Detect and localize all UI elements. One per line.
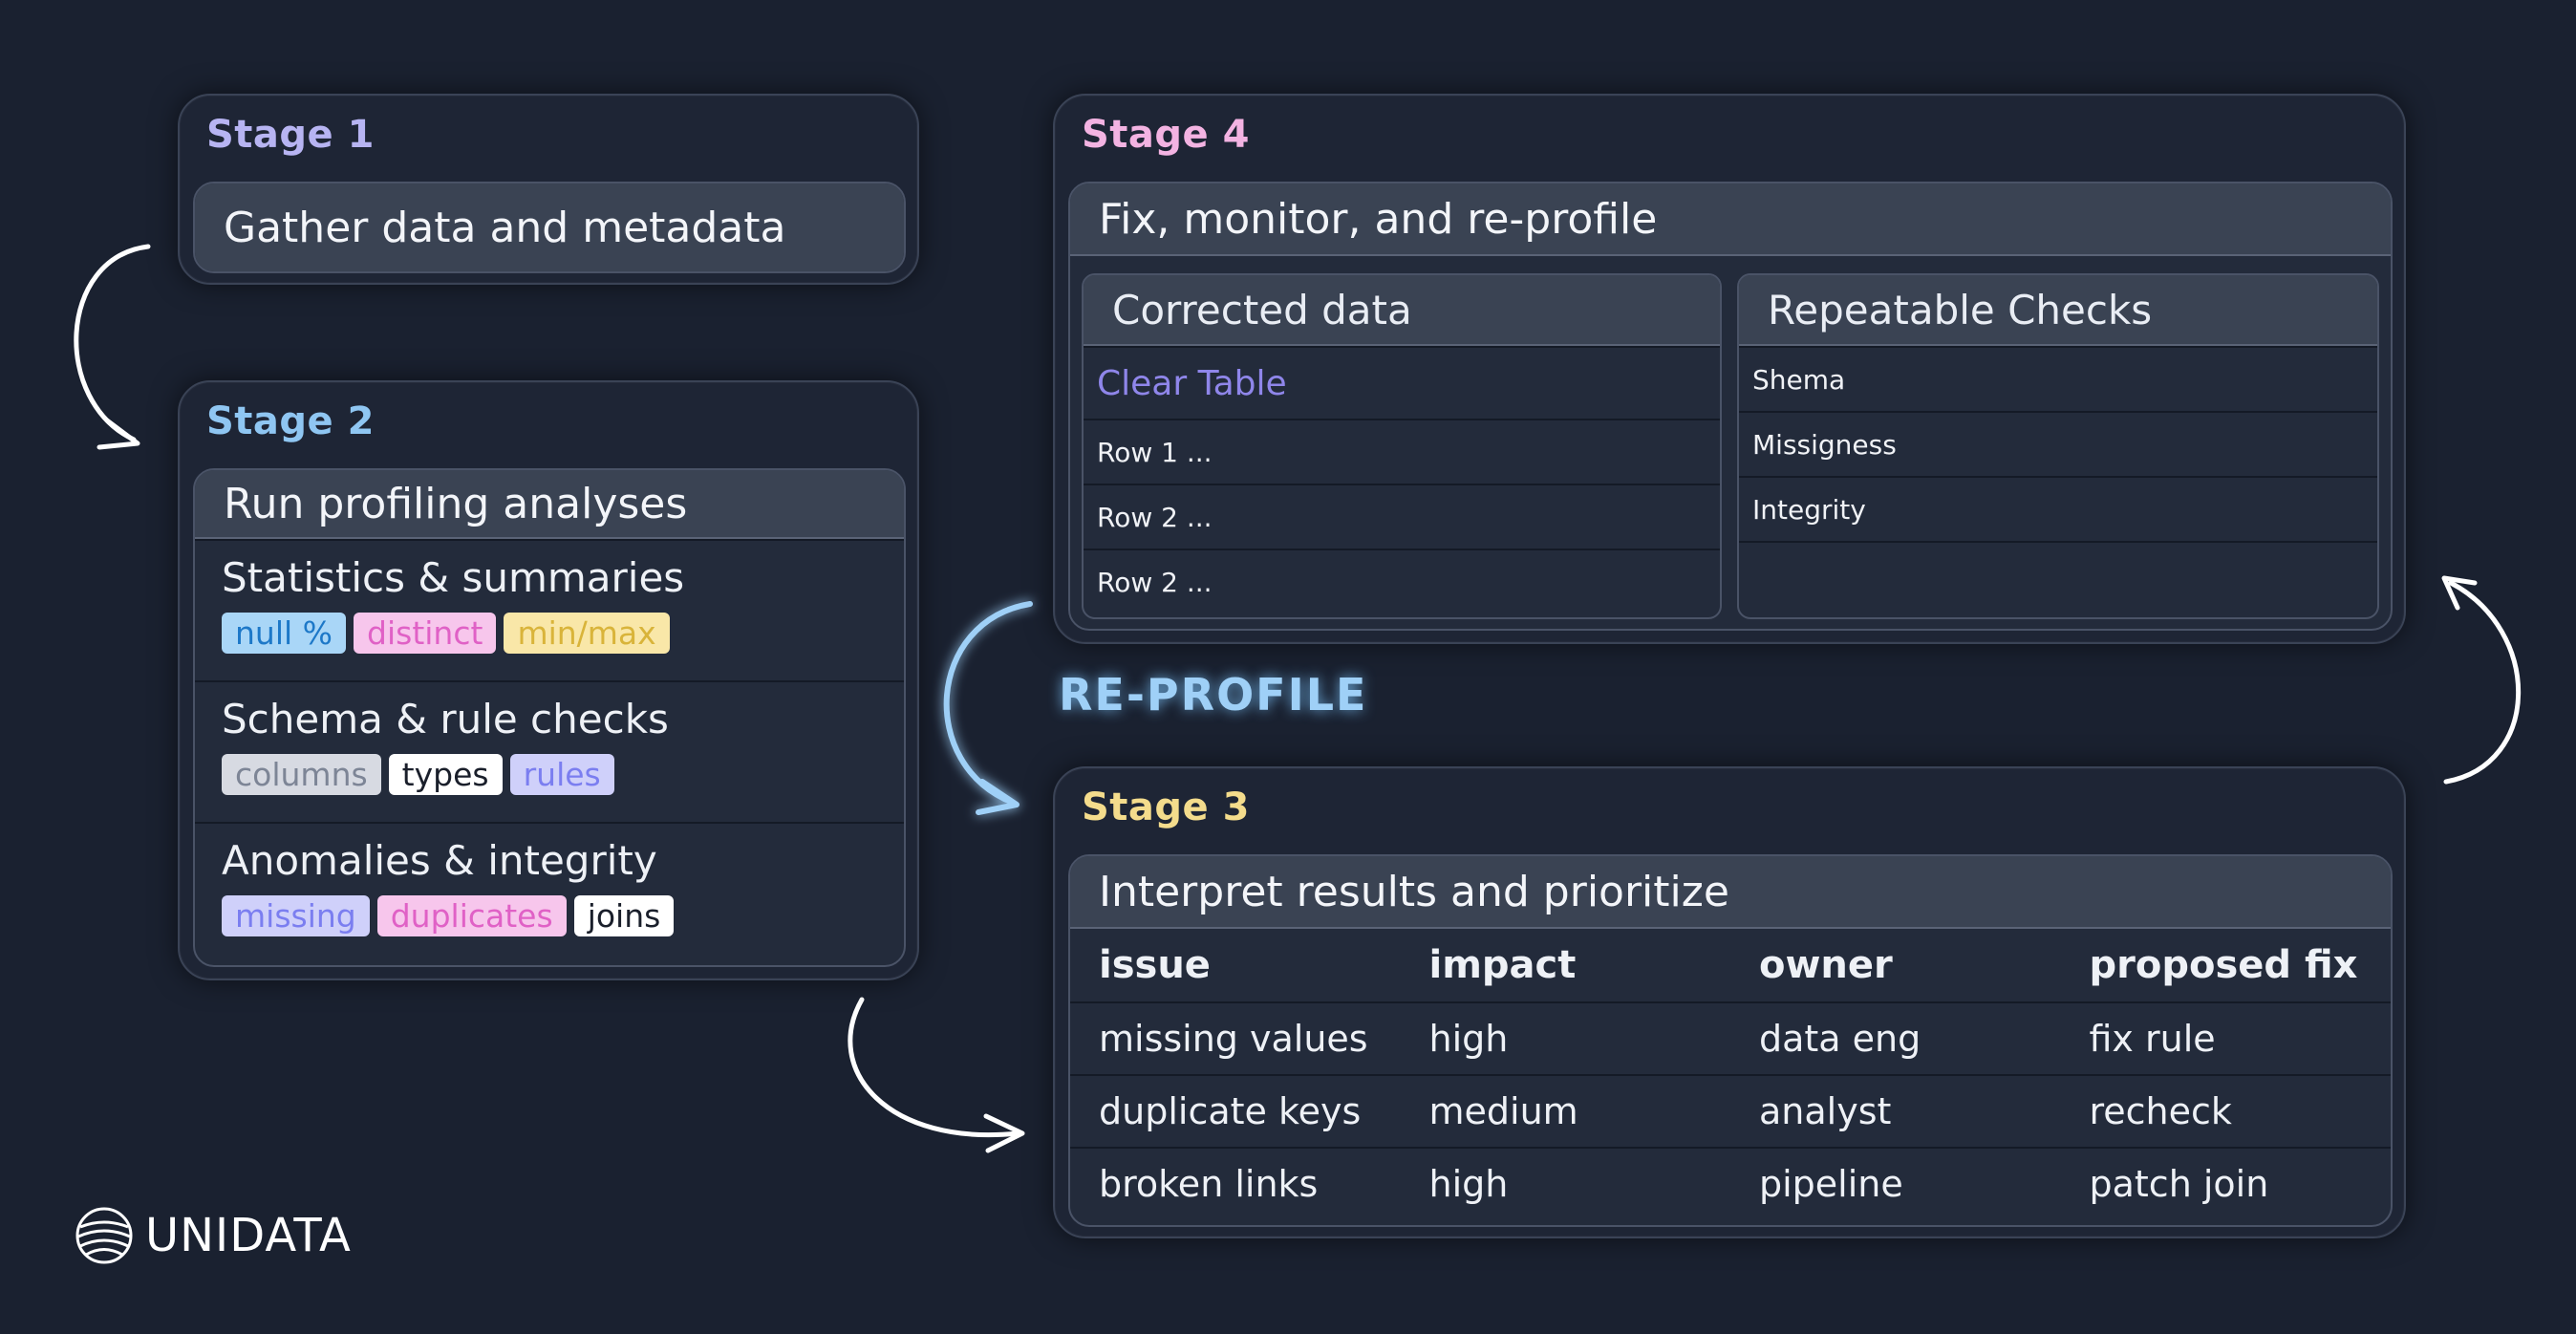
- check-row: Shema: [1739, 346, 2377, 411]
- check-row: Missigness: [1739, 411, 2377, 476]
- stage-2-panel: Run profiling analyses Statistics & summ…: [193, 468, 906, 967]
- repeatable-checks-table: Repeatable Checks Shema Missigness Integ…: [1737, 273, 2379, 619]
- column-header: issue: [1099, 943, 1211, 987]
- profiling-group-name: Anomalies & integrity: [222, 837, 657, 884]
- stage-4-panel: Fix, monitor, and re-profile Corrected d…: [1068, 182, 2393, 631]
- table-cell: high: [1428, 1018, 1509, 1060]
- stage-1-card: Stage 1 Gather data and metadata: [178, 94, 919, 285]
- stage-2-card: Stage 2 Run profiling analyses Statistic…: [178, 380, 919, 980]
- chip-types: types: [388, 754, 503, 795]
- stage-1-panel: Gather data and metadata: [193, 182, 906, 273]
- table-cell: analyst: [1759, 1090, 1892, 1132]
- stage-2-title: Run profiling analyses: [195, 470, 904, 539]
- reprofile-label: RE-PROFILE: [1059, 669, 1368, 721]
- stage-1-label: Stage 1: [206, 113, 375, 157]
- chip-joins: joins: [573, 895, 675, 936]
- table-cell: data eng: [1759, 1018, 1921, 1060]
- chip-distinct: distinct: [354, 613, 497, 654]
- profiling-group-name: Statistics & summaries: [222, 554, 685, 601]
- column-header: impact: [1428, 943, 1577, 987]
- arrow-stage1-to-stage2: [74, 244, 151, 450]
- table-row: duplicate keys medium analyst recheck: [1070, 1074, 2391, 1147]
- corrected-row: Row 2 ...: [1084, 484, 1720, 549]
- table-cell: broken links: [1099, 1163, 1319, 1205]
- stage-4-card: Stage 4 Fix, monitor, and re-profile Cor…: [1053, 94, 2406, 644]
- check-row: Integrity: [1739, 476, 2377, 541]
- chip-min-max: min/max: [504, 613, 670, 654]
- table-cell: duplicate keys: [1099, 1090, 1362, 1132]
- stage-3-panel: Interpret results and prioritize issue i…: [1068, 854, 2393, 1227]
- clear-table-link[interactable]: Clear Table: [1084, 346, 1720, 419]
- brand-name: UNIDATA: [145, 1209, 352, 1262]
- table-cell: recheck: [2089, 1090, 2232, 1132]
- chip-rules: rules: [509, 754, 614, 795]
- column-header: owner: [1759, 943, 1893, 987]
- profiling-group-name: Schema & rule checks: [222, 696, 669, 742]
- arrow-stage2-to-stage3: [848, 997, 1025, 1153]
- column-header: proposed fix: [2089, 943, 2358, 987]
- corrected-row: Row 2 ...: [1084, 549, 1720, 613]
- table-cell: fix rule: [2089, 1018, 2216, 1060]
- repeatable-checks-title: Repeatable Checks: [1739, 275, 2377, 346]
- table-cell: pipeline: [1759, 1163, 1903, 1205]
- stage-4-title: Fix, monitor, and re-profile: [1070, 183, 2391, 256]
- table-cell: high: [1428, 1163, 1509, 1205]
- corrected-data-table: Corrected data Clear Table Row 1 ... Row…: [1082, 273, 1722, 619]
- stage-2-label: Stage 2: [206, 399, 375, 443]
- chip-columns: columns: [222, 754, 381, 795]
- brand-logo: UNIDATA: [75, 1206, 352, 1265]
- corrected-data-title: Corrected data: [1084, 275, 1720, 346]
- globe-icon: [75, 1207, 133, 1264]
- table-header-row: issue impact owner proposed fix: [1070, 929, 2391, 1001]
- stage-3-card: Stage 3 Interpret results and prioritize…: [1053, 766, 2406, 1238]
- chip-duplicates: duplicates: [376, 895, 567, 936]
- chip-null-pct: null %: [222, 613, 347, 654]
- chip-missing: missing: [222, 895, 370, 936]
- stage-3-title: Interpret results and prioritize: [1070, 856, 2391, 929]
- check-row: [1739, 541, 2377, 617]
- table-cell: patch join: [2089, 1163, 2269, 1205]
- stage-4-label: Stage 4: [1082, 113, 1250, 157]
- stage-3-label: Stage 3: [1082, 785, 1250, 829]
- corrected-row: Row 1 ...: [1084, 419, 1720, 484]
- table-cell: missing values: [1099, 1018, 1368, 1060]
- arrow-stage3-to-stage4: [2441, 575, 2522, 785]
- table-cell: medium: [1428, 1090, 1578, 1132]
- arrow-reprofile: [943, 601, 1033, 815]
- table-row: broken links high pipeline patch join: [1070, 1147, 2391, 1219]
- table-row: missing values high data eng fix rule: [1070, 1001, 2391, 1074]
- stage-1-title: Gather data and metadata: [195, 183, 904, 271]
